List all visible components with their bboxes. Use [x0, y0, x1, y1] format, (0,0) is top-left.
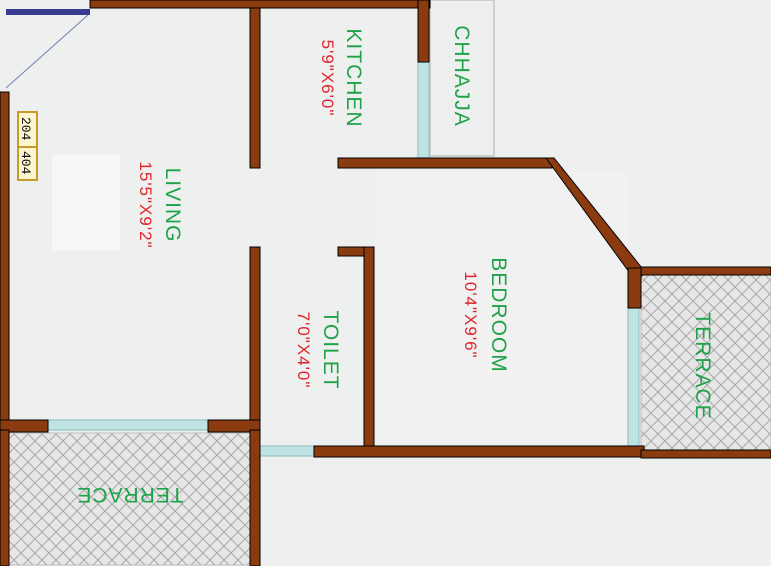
toilet-label: TOILET 7'0"X4'0" [294, 310, 342, 389]
toilet-window [258, 445, 315, 457]
wall-toilet-bedroom [363, 246, 375, 448]
bedroom-floor-patch [378, 172, 628, 444]
kitchen-room-size: 5'9"X6'0" [318, 40, 337, 117]
wall-living-kitchen-upper [249, 7, 261, 169]
wall-top [89, 0, 431, 9]
toilet-room-size: 7'0"X4'0" [294, 312, 313, 389]
wall-living-bottom-right [207, 419, 261, 433]
kitchen-label: KITCHEN 5'9"X6'0" [318, 28, 365, 127]
wall-terrace-left [0, 429, 10, 566]
bedroom-room-size: 10'4"X9'6" [461, 271, 480, 358]
unit-number-2: 404 [18, 151, 33, 175]
wall-living-bottom-left [0, 419, 49, 433]
unit-number-1: 204 [18, 117, 33, 141]
bedroom-label: BEDROOM 10'4"X9'6" [461, 257, 510, 373]
wall-bedroom-right-upper [627, 267, 642, 309]
wall-kitchen-right [417, 0, 430, 63]
entrance-door [5, 9, 90, 89]
chhajja-label: CHHAJJA [450, 25, 473, 127]
bedroom-terrace-window [627, 307, 640, 447]
wall-bottom-main [313, 445, 645, 458]
terrace-bottom-label: TERRACE [76, 483, 183, 506]
unit-number-tag: 204 404 [17, 111, 38, 181]
living-label: LIVING 15'5"X9'2" [136, 161, 184, 248]
door-leaf [6, 9, 90, 15]
chhajja-area [429, 0, 495, 157]
kitchen-window [417, 61, 430, 159]
wall-terrace-right [249, 429, 261, 566]
wall-bottom-terrace [640, 449, 771, 459]
wall-left-outer [0, 91, 10, 431]
door-swing-line [5, 14, 89, 89]
bedroom-room-name: BEDROOM [487, 257, 510, 373]
living-room-name: LIVING [161, 168, 184, 243]
living-terrace-window [47, 419, 209, 431]
living-room-size: 15'5"X9'2" [136, 161, 155, 248]
toilet-room-name: TOILET [319, 310, 342, 389]
kitchen-room-name: KITCHEN [342, 28, 365, 127]
wall-living-toilet [249, 246, 261, 433]
wall-terrace-top [640, 266, 771, 276]
living-floor-patch [52, 155, 120, 250]
terrace-right-label: TERRACE [691, 312, 714, 419]
wall-kitchen-bottom [337, 157, 553, 169]
terrace-bottom-area [7, 432, 253, 566]
